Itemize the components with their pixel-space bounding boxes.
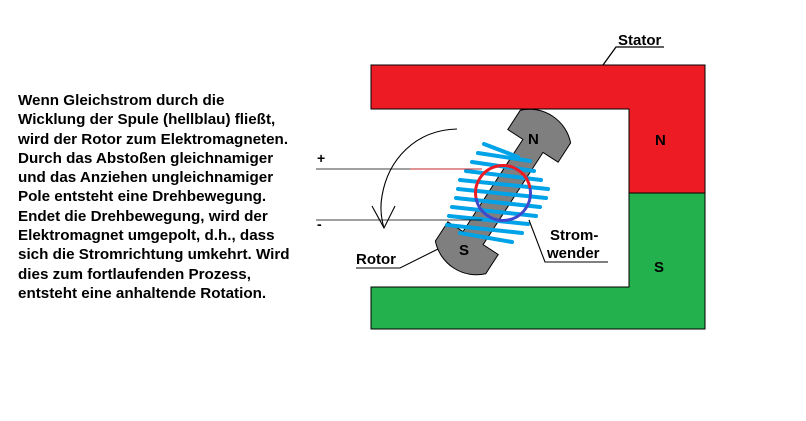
rotation-arrow-icon (380, 128, 458, 229)
description-line: und das Anziehen ungleichnamiger (18, 169, 274, 187)
positive-terminal-label: + (317, 150, 325, 166)
description-line: dies zum fortlaufenden Prozess, (18, 265, 251, 283)
description-line: wird der Rotor zum Elektromagneten. (18, 130, 289, 148)
commutator-leader-line (528, 219, 608, 263)
description-line: Pole entsteht eine Drehbewegung. (18, 188, 267, 206)
stator-label: Stator (618, 32, 662, 49)
description-line: entsteht eine anhaltende Rotation. (18, 284, 267, 302)
rotor-south-label: S (459, 242, 469, 259)
commutator-red-half (474, 164, 532, 199)
negative-terminal-label: - (317, 216, 322, 232)
description-line: Wenn Gleichstrom durch die (18, 92, 225, 109)
description-line: Endet die Drehbewegung, wird der (18, 207, 268, 225)
rotor-leader-line (356, 248, 439, 269)
rotation-arrowhead-icon (371, 205, 396, 230)
stator-south-label: S (654, 259, 664, 276)
commutator-label-line2: wender (546, 245, 600, 262)
stator-leader-line (602, 46, 664, 66)
commutator-label-line1: Strom- (550, 227, 598, 244)
description-line: Wicklung der Spule (hellblau) fließt, (18, 111, 276, 129)
stator-south-pole (370, 192, 706, 330)
rotor-north-label: N (528, 131, 539, 148)
description-text: Wenn Gleichstrom durch die Wicklung der … (18, 91, 318, 303)
description-line: sich die Stromrichtung umkehrt. Wird (18, 246, 290, 264)
rotor-label: Rotor (356, 251, 396, 268)
description-line: Durch das Abstoßen gleichnamiger (18, 149, 274, 167)
stator-north-label: N (655, 132, 666, 149)
description-line: Elektromagnet umgepolt, d.h., dass (18, 227, 275, 245)
commutator-blue-half (474, 187, 532, 222)
